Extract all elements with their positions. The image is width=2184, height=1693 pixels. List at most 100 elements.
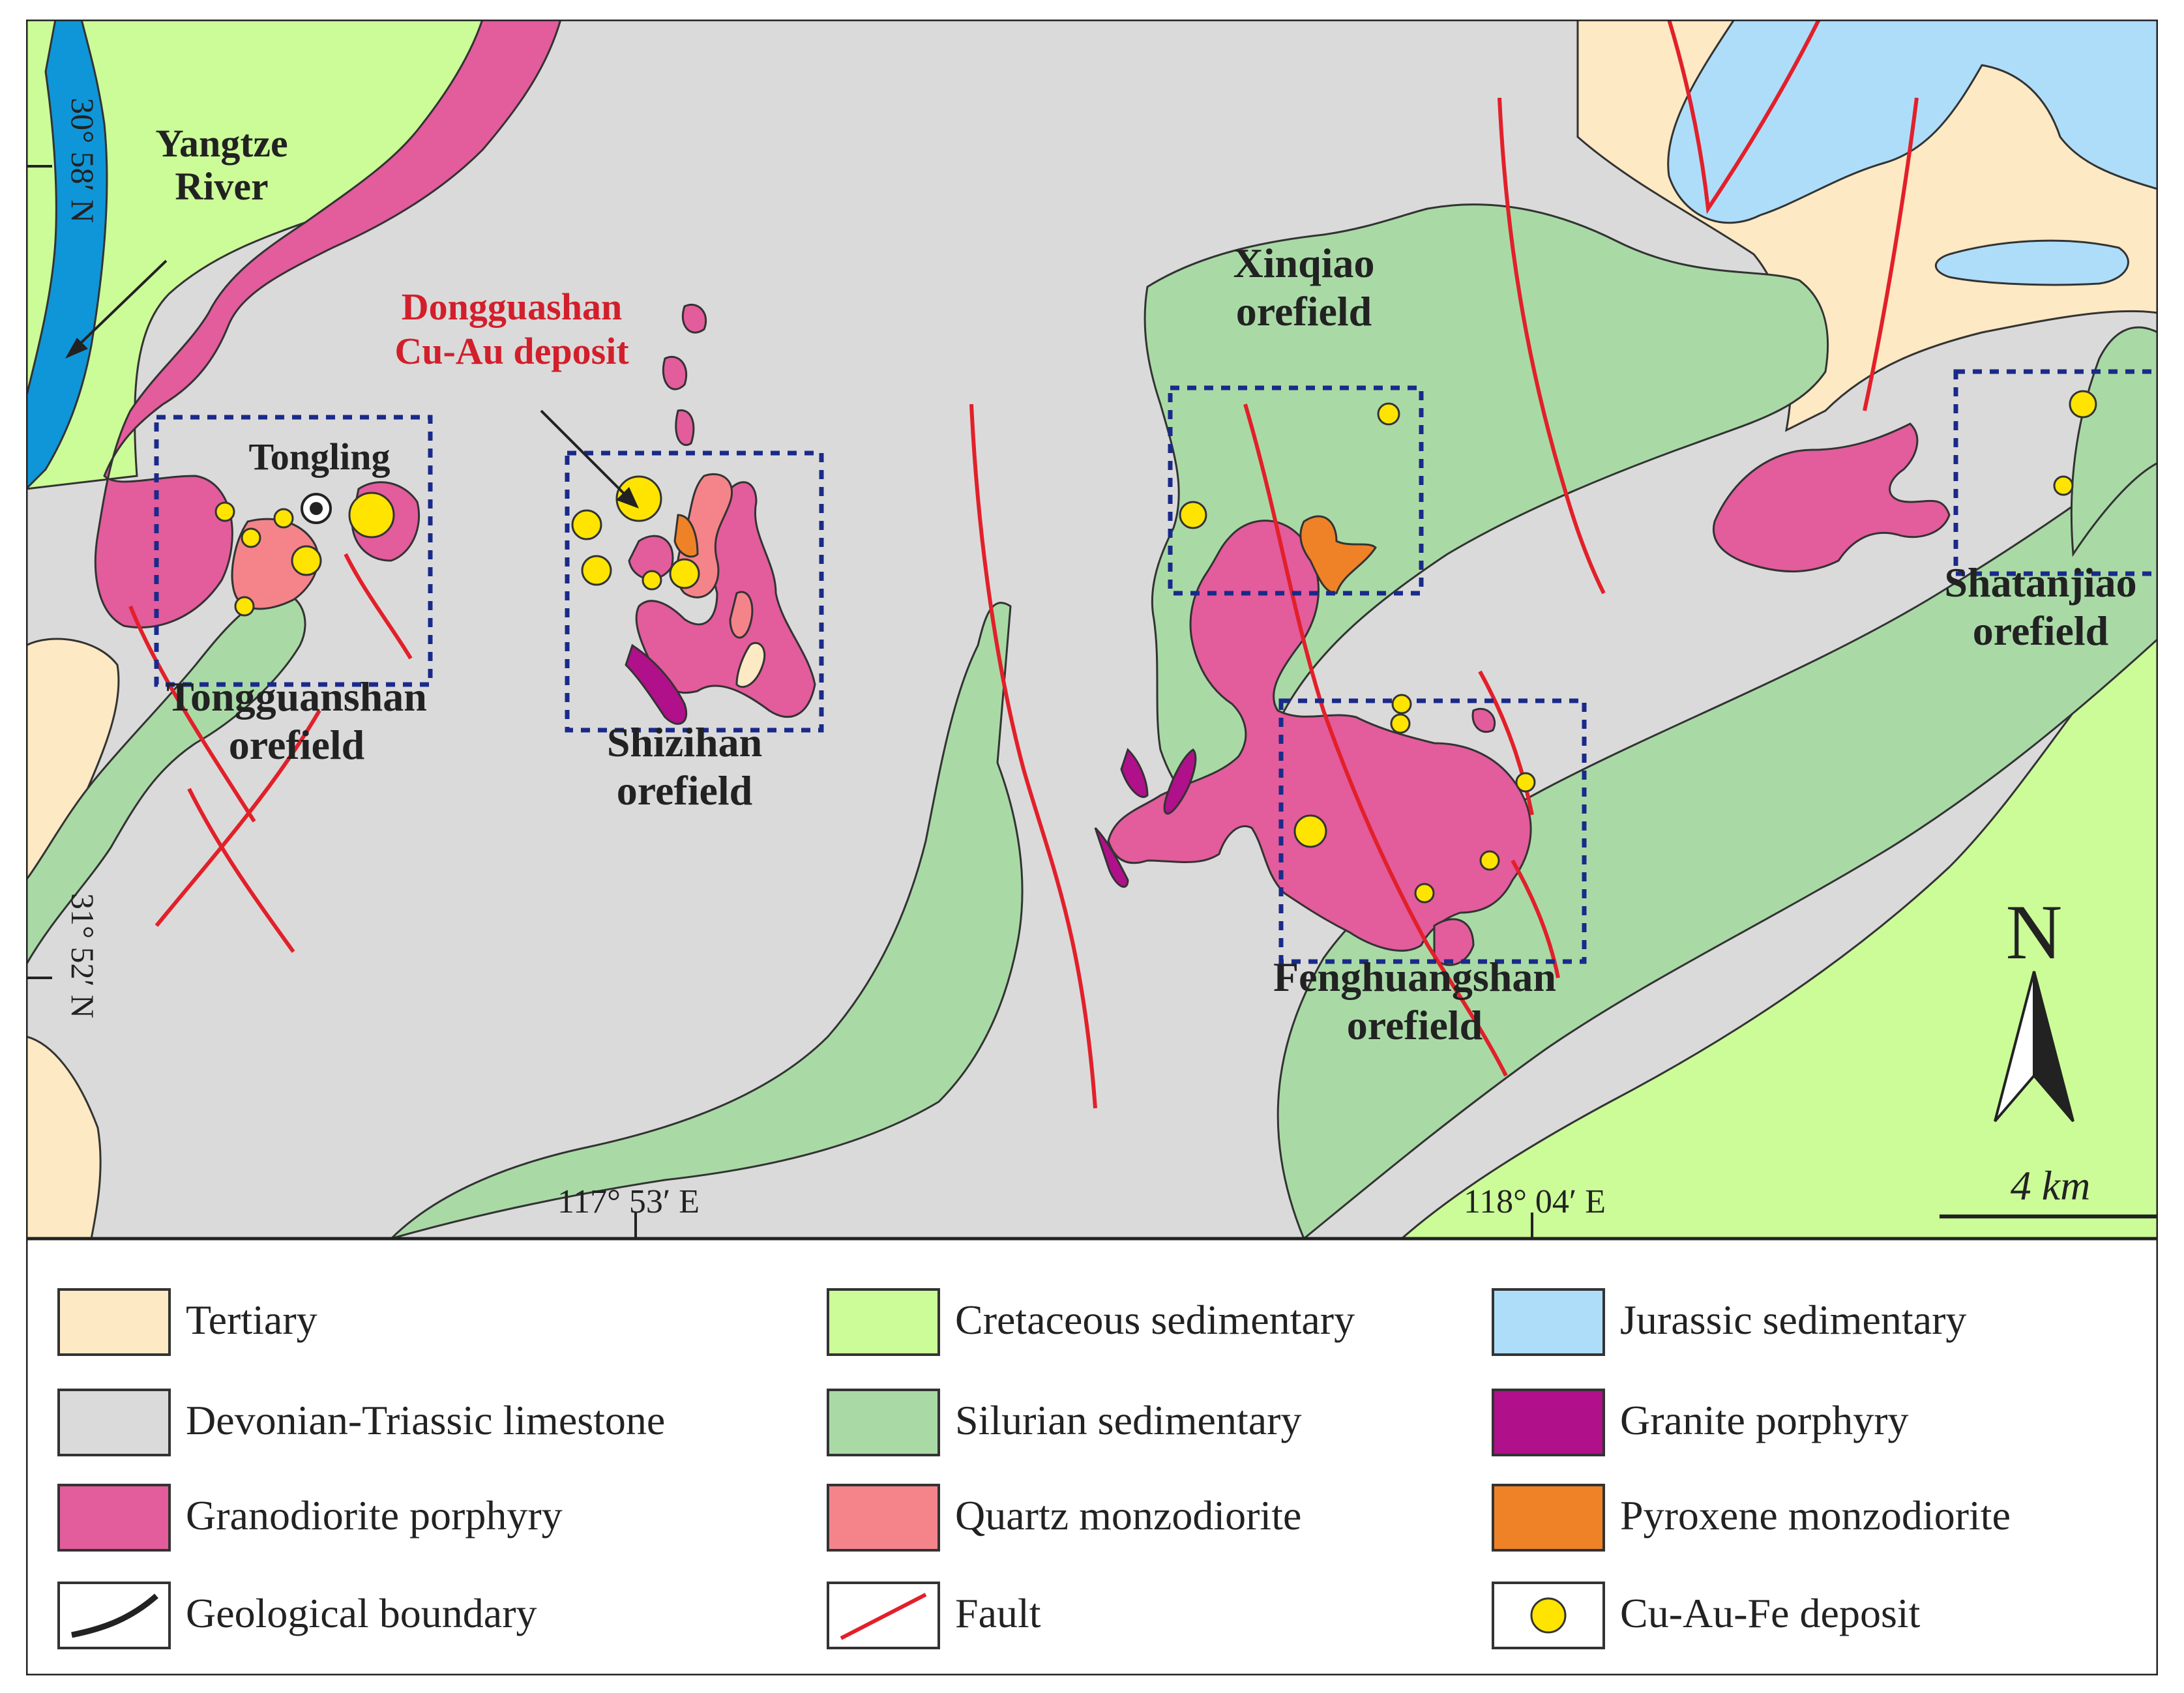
legend-label: Tertiary [186,1297,317,1343]
granodiorite-northwest [94,20,562,628]
legend-item-cretaceous: Cretaceous sedimentary [827,1288,1355,1356]
legend-swatch [1492,1288,1605,1356]
legend-panel: Tertiary Cretaceous sedimentary Jurassic s… [26,1237,2158,1675]
legend-swatch [827,1484,940,1552]
legend-label: Granite porphyry [1620,1397,1909,1443]
scale-label: 4 km [2011,1162,2091,1209]
silurian-far-east [2070,326,2158,557]
tertiary-southwest [26,1035,102,1240]
granite-shizihan [625,643,688,725]
legend-label: Devonian-Triassic limestone [186,1397,665,1443]
orefield-boxes [154,369,2158,964]
longitude-label-left: 117° 53′ E [557,1183,700,1220]
fault-line [1863,97,1919,411]
deposit-icon [1293,814,1327,848]
deposit-icon [241,527,261,548]
fault-line [1498,97,1606,595]
deposits [214,390,2097,904]
granodiorite-fenghuangshan-tail [1471,707,1496,733]
granite-central-b [1163,748,1197,815]
box-tongguanshan [154,415,433,687]
legend-item-tertiary: Tertiary [57,1288,317,1356]
latitude-label-bottom: 31° 52′ N [65,893,101,1018]
legend-swatch [1492,1389,1605,1456]
jurassic-lake [1934,239,2129,286]
legend-item-jurassic: Jurassic sedimentary [1492,1288,1966,1356]
legend-item-silurian: Silurian sedimentary [827,1389,1301,1456]
legend-swatch [57,1288,171,1356]
deposit-icon [642,570,662,591]
legend-border [26,1237,2158,1675]
granodiorite-fenghuangshan-south [1433,918,1475,966]
silurian-northeast [1144,203,1829,829]
deposit-icon [2053,475,2074,496]
deposit-icon [2069,390,2097,419]
deposit-icon [348,492,395,538]
deposit-icon [1530,1597,1567,1634]
legend-swatch [57,1484,171,1552]
granodiorite-shizihan-small-c [675,409,695,446]
fault-line [128,605,256,823]
fault-line [344,553,413,660]
tongling-city-marker [301,493,332,524]
box-xinqiao [1168,385,1424,596]
arrowhead-icon [616,487,639,508]
legend-item-deposit: Cu-Au-Fe deposit [1492,1582,1921,1649]
legend-swatch [827,1389,940,1456]
fault-line [1511,859,1560,979]
deposit-arrow [540,409,639,508]
box-shizihan [565,450,824,733]
pyroxene-shizihan [673,514,699,558]
fault-line [1478,670,1534,816]
deposit-icon [581,555,612,586]
legend-label: Silurian sedimentary [955,1397,1301,1443]
arrowhead-icon [65,338,88,359]
legend-label: Cretaceous sedimentary [955,1297,1355,1343]
legend-item-granodiorite: Granodiorite porphyry [57,1484,563,1552]
granodiorite-shizihan-small-b [662,355,688,390]
deposit-icon [1479,850,1500,871]
deposit-icon [214,501,235,522]
fault-line [1667,20,1821,214]
legend-label: Granodiorite porphyry [186,1492,563,1538]
box-shatanjiao [1953,369,2158,576]
deposit-icon [291,545,322,576]
granite-central-c [1094,827,1129,888]
deposit-icon [1390,713,1411,734]
legend-swatch [57,1582,171,1649]
deposit-icon [1391,694,1412,714]
deposit-icon [669,558,700,589]
legend-swatch [1492,1484,1605,1552]
legend-label: Pyroxene monzodiorite [1620,1492,2011,1538]
legend-label: Jurassic sedimentary [1620,1297,1966,1343]
deposit-icon [273,508,294,529]
boundary-line-icon [71,1593,158,1638]
latitude-label-top: 30° 58′ N [65,98,101,223]
legend-label: Fault [955,1590,1041,1636]
pyroxene-xinqiao [1299,515,1377,595]
cretaceous-east [1399,604,2158,1240]
legend-label: Geological boundary [186,1590,537,1636]
deposit-icon [1377,402,1400,426]
north-arrow-right-icon [2033,971,2074,1123]
legend-label: Quartz monzodiorite [955,1492,1301,1538]
granodiorite-fenghuangshan [1107,520,1532,952]
legend-swatch [827,1288,940,1356]
deposit-icon [1515,772,1536,793]
scale-bar: 4 km [1940,1162,2158,1218]
yangtze-river [26,20,108,491]
city-label: Tongling [248,435,390,478]
north-label: N [2006,889,2063,975]
coordinate-ticks [26,165,1533,1239]
longitude-label-right: 118° 04′ E [1464,1183,1606,1220]
box-fenghuangshan [1278,698,1587,964]
city-dot-icon [310,502,323,515]
